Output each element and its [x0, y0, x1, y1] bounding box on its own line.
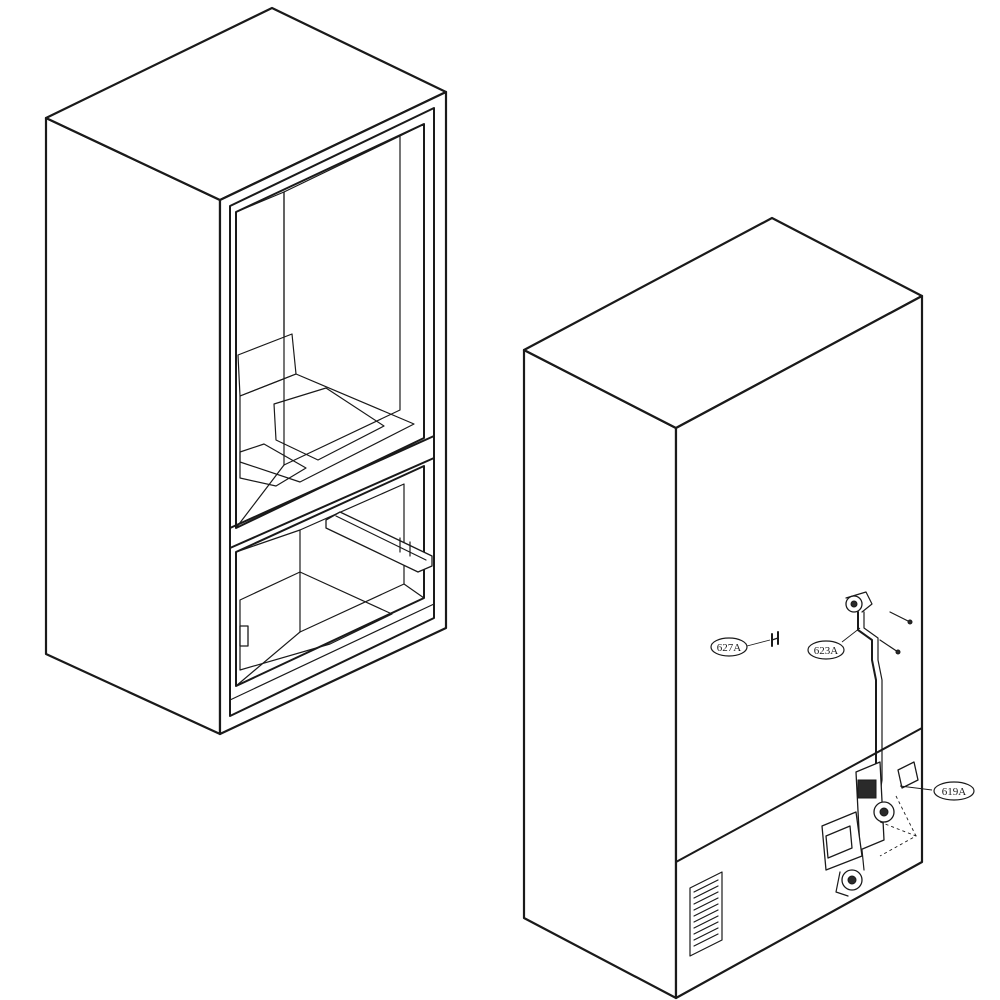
water-valve-fitting-center	[850, 600, 858, 608]
assembly-dashed-guide-2	[895, 795, 917, 837]
water-valve-assembly	[821, 761, 919, 897]
cabinet-front-frame	[218, 90, 448, 736]
water-tube-outline	[863, 611, 883, 821]
fresh-food-inner-edge-1	[235, 191, 285, 213]
cabinet-base-strip	[229, 603, 435, 717]
fresh-food-floor	[239, 373, 415, 483]
floor-cover-rear	[273, 387, 385, 461]
fresh-food-compartment-opening	[235, 123, 425, 529]
machine-compartment-cover-edge	[675, 727, 923, 863]
floor-cover-front	[239, 443, 307, 487]
screw-1	[889, 611, 911, 623]
tube-clamp	[845, 591, 873, 613]
valve-outlet	[861, 849, 865, 871]
callout-627A-label: 627A	[717, 642, 742, 654]
fresh-food-back-wall	[283, 135, 401, 466]
tube-clip-627A	[771, 631, 779, 647]
freezer-floor	[239, 571, 393, 671]
freezer-inner-edge-1	[235, 529, 301, 553]
refrigerator-cabinet-rear: 627A 623A 619A	[522, 216, 975, 1000]
callout-619A: 619A	[899, 781, 975, 801]
callout-627A: 627A	[710, 637, 771, 657]
refrigerator-cabinet-front	[44, 6, 448, 736]
freezer-bracket	[239, 625, 249, 647]
callout-623A-label: 623A	[814, 645, 839, 657]
rear-vent-grille	[689, 871, 723, 957]
freezer-inner-edge-2	[235, 631, 301, 687]
cabinet-rear-left-side	[522, 348, 678, 1000]
rail-detail-1	[335, 515, 427, 561]
valve-mount-tab	[897, 761, 919, 789]
freezer-inner-edge-3	[403, 583, 425, 599]
center-mullion	[229, 435, 435, 549]
freezer-drawer-rail	[325, 511, 433, 573]
valve-solenoid	[857, 779, 877, 799]
cabinet-left-side	[44, 116, 222, 736]
callout-619A-label: 619A	[942, 786, 967, 798]
fresh-food-inner-edge-3	[235, 464, 285, 529]
callout-623A: 623A	[807, 627, 861, 660]
fresh-food-inner-edge-2	[399, 123, 425, 137]
screw-2	[879, 639, 899, 653]
drain-tube	[835, 871, 849, 897]
valve-bracket-side	[825, 825, 853, 859]
